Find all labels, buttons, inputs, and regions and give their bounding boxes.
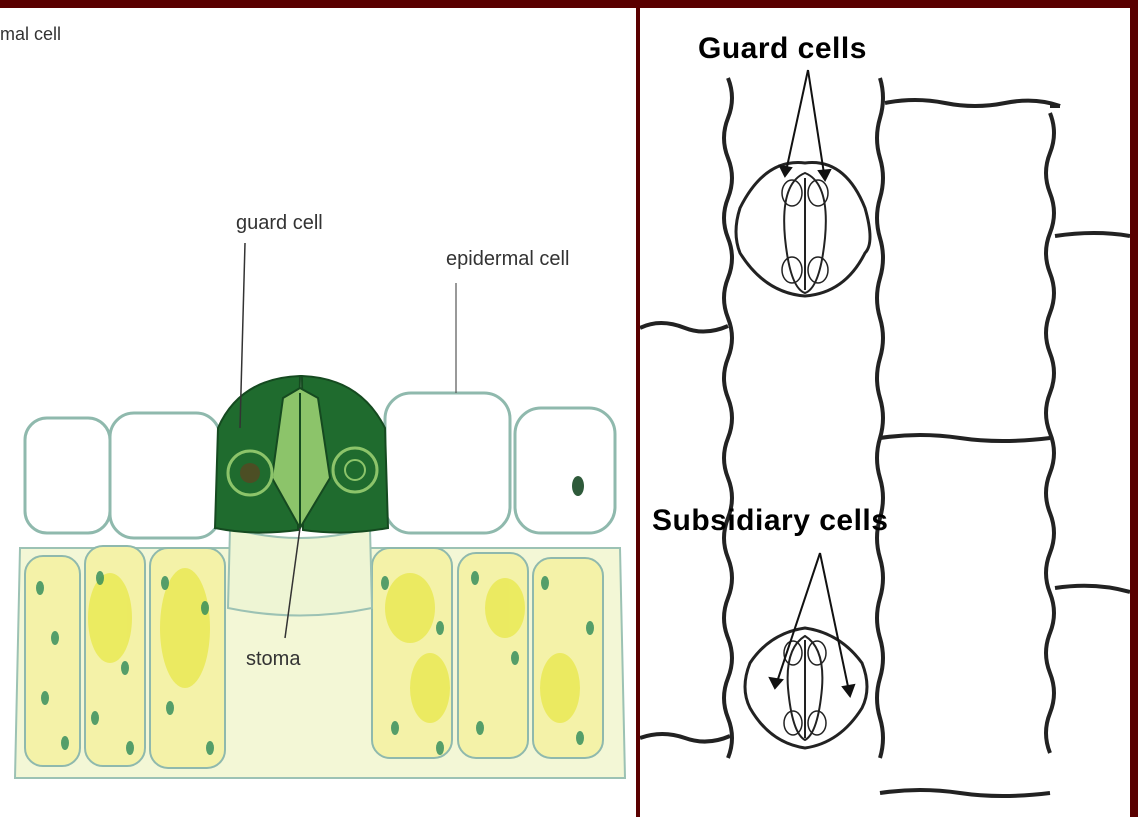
epidermal-cell [385, 393, 510, 533]
cell-wall [877, 78, 883, 758]
guard-cell-label: guard cell [236, 212, 323, 235]
cell-wall [640, 323, 728, 332]
cell-wall [1055, 233, 1130, 236]
stoma-label: stoma [246, 648, 300, 671]
subsidiary-cells-arrows [770, 553, 854, 696]
cross-section-illustration [0, 8, 636, 817]
epidermal-nucleus [572, 476, 584, 496]
mesophyll-cell [25, 556, 80, 766]
epidermal-cell [515, 408, 615, 533]
cell-wall [1055, 586, 1130, 592]
cell-wall [640, 734, 730, 742]
upper-stomatal-complex [736, 163, 870, 296]
stoma-surface-view-diagram: Guard cells Subsidiary cells [640, 8, 1130, 817]
epidermal-cell-label: epidermal cell [446, 248, 569, 271]
stoma-cross-section-diagram: mal cell guard cell epidermal cell stoma [0, 8, 636, 817]
cell-wall [880, 790, 1050, 796]
epidermal-cell [25, 418, 110, 533]
guard-cells-label: Guard cells [698, 32, 867, 66]
cell-wall [724, 78, 732, 758]
cell-wall [885, 100, 1060, 106]
subsidiary-cell-outline [736, 163, 870, 296]
cell-wall [880, 435, 1050, 441]
substomatal-chamber [228, 528, 372, 616]
subsidiary-cells-label: Subsidiary cells [652, 504, 888, 538]
cropped-label: mal cell [0, 24, 61, 45]
surface-view-illustration [640, 8, 1130, 817]
cell-wall [1046, 113, 1054, 753]
epidermal-cell [110, 413, 220, 538]
